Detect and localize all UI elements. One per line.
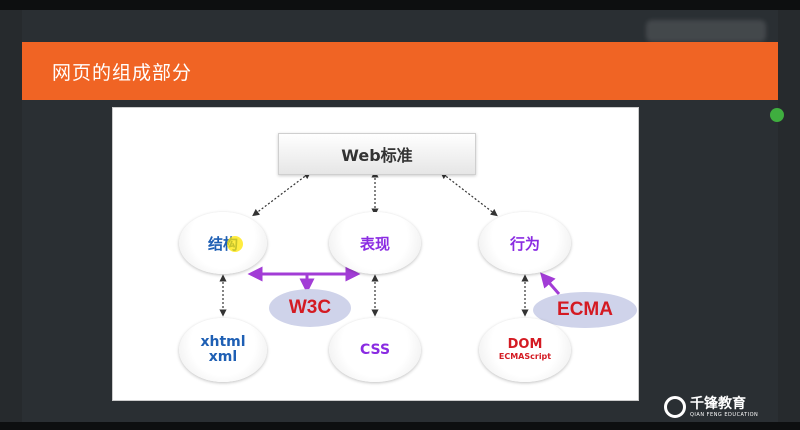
category-behavior-label: 行为 <box>509 234 540 253</box>
category-presentation-label: 表现 <box>359 234 390 253</box>
tech-xml-label: xml <box>208 349 238 365</box>
category-behavior-node: 行为 <box>479 212 571 274</box>
tech-css-node: CSS <box>329 318 421 382</box>
logo-ring-icon <box>664 396 686 418</box>
web-standard-root-box: Web标准 <box>278 133 476 175</box>
category-structure-node: 结构 <box>179 212 267 274</box>
connector-root-structure <box>252 171 311 217</box>
category-presentation-node: 表现 <box>329 212 421 274</box>
cursor-highlight-icon <box>227 236 243 252</box>
tech-xhtml-label: xhtml <box>200 333 246 350</box>
slide-header-band <box>22 42 778 100</box>
logo-sub-text: QIAN FENG EDUCATION <box>690 411 759 418</box>
tech-ecmascript-label: ECMAScript <box>498 352 552 362</box>
window-bottom-bar <box>0 422 800 430</box>
window-top-bar <box>0 0 800 10</box>
tech-dom-label: DOM <box>507 337 543 353</box>
tech-dom-node: DOM ECMAScript <box>479 318 571 382</box>
logo-main-text: 千锋教育 <box>690 395 746 412</box>
tech-xhtml-node: xhtml xml <box>179 318 267 382</box>
tech-css-label: CSS <box>359 342 391 358</box>
web-standards-diagram <box>219 170 561 317</box>
connector-root-behavior <box>440 171 498 217</box>
blurred-overlay <box>646 20 766 42</box>
brand-logo: 千锋教育 QIAN FENG EDUCATION <box>664 396 758 418</box>
side-status-dot <box>770 108 784 122</box>
ecma-callout: ECMA <box>533 292 637 328</box>
w3c-callout: W3C <box>269 289 351 327</box>
diagram-panel: Web标准 结构 表现 行为 W3C ECMA xhtml xml CSS DO… <box>113 108 638 400</box>
slide-title: 网页的组成部分 <box>52 62 193 84</box>
ecma-pointer-arrow <box>540 272 561 295</box>
